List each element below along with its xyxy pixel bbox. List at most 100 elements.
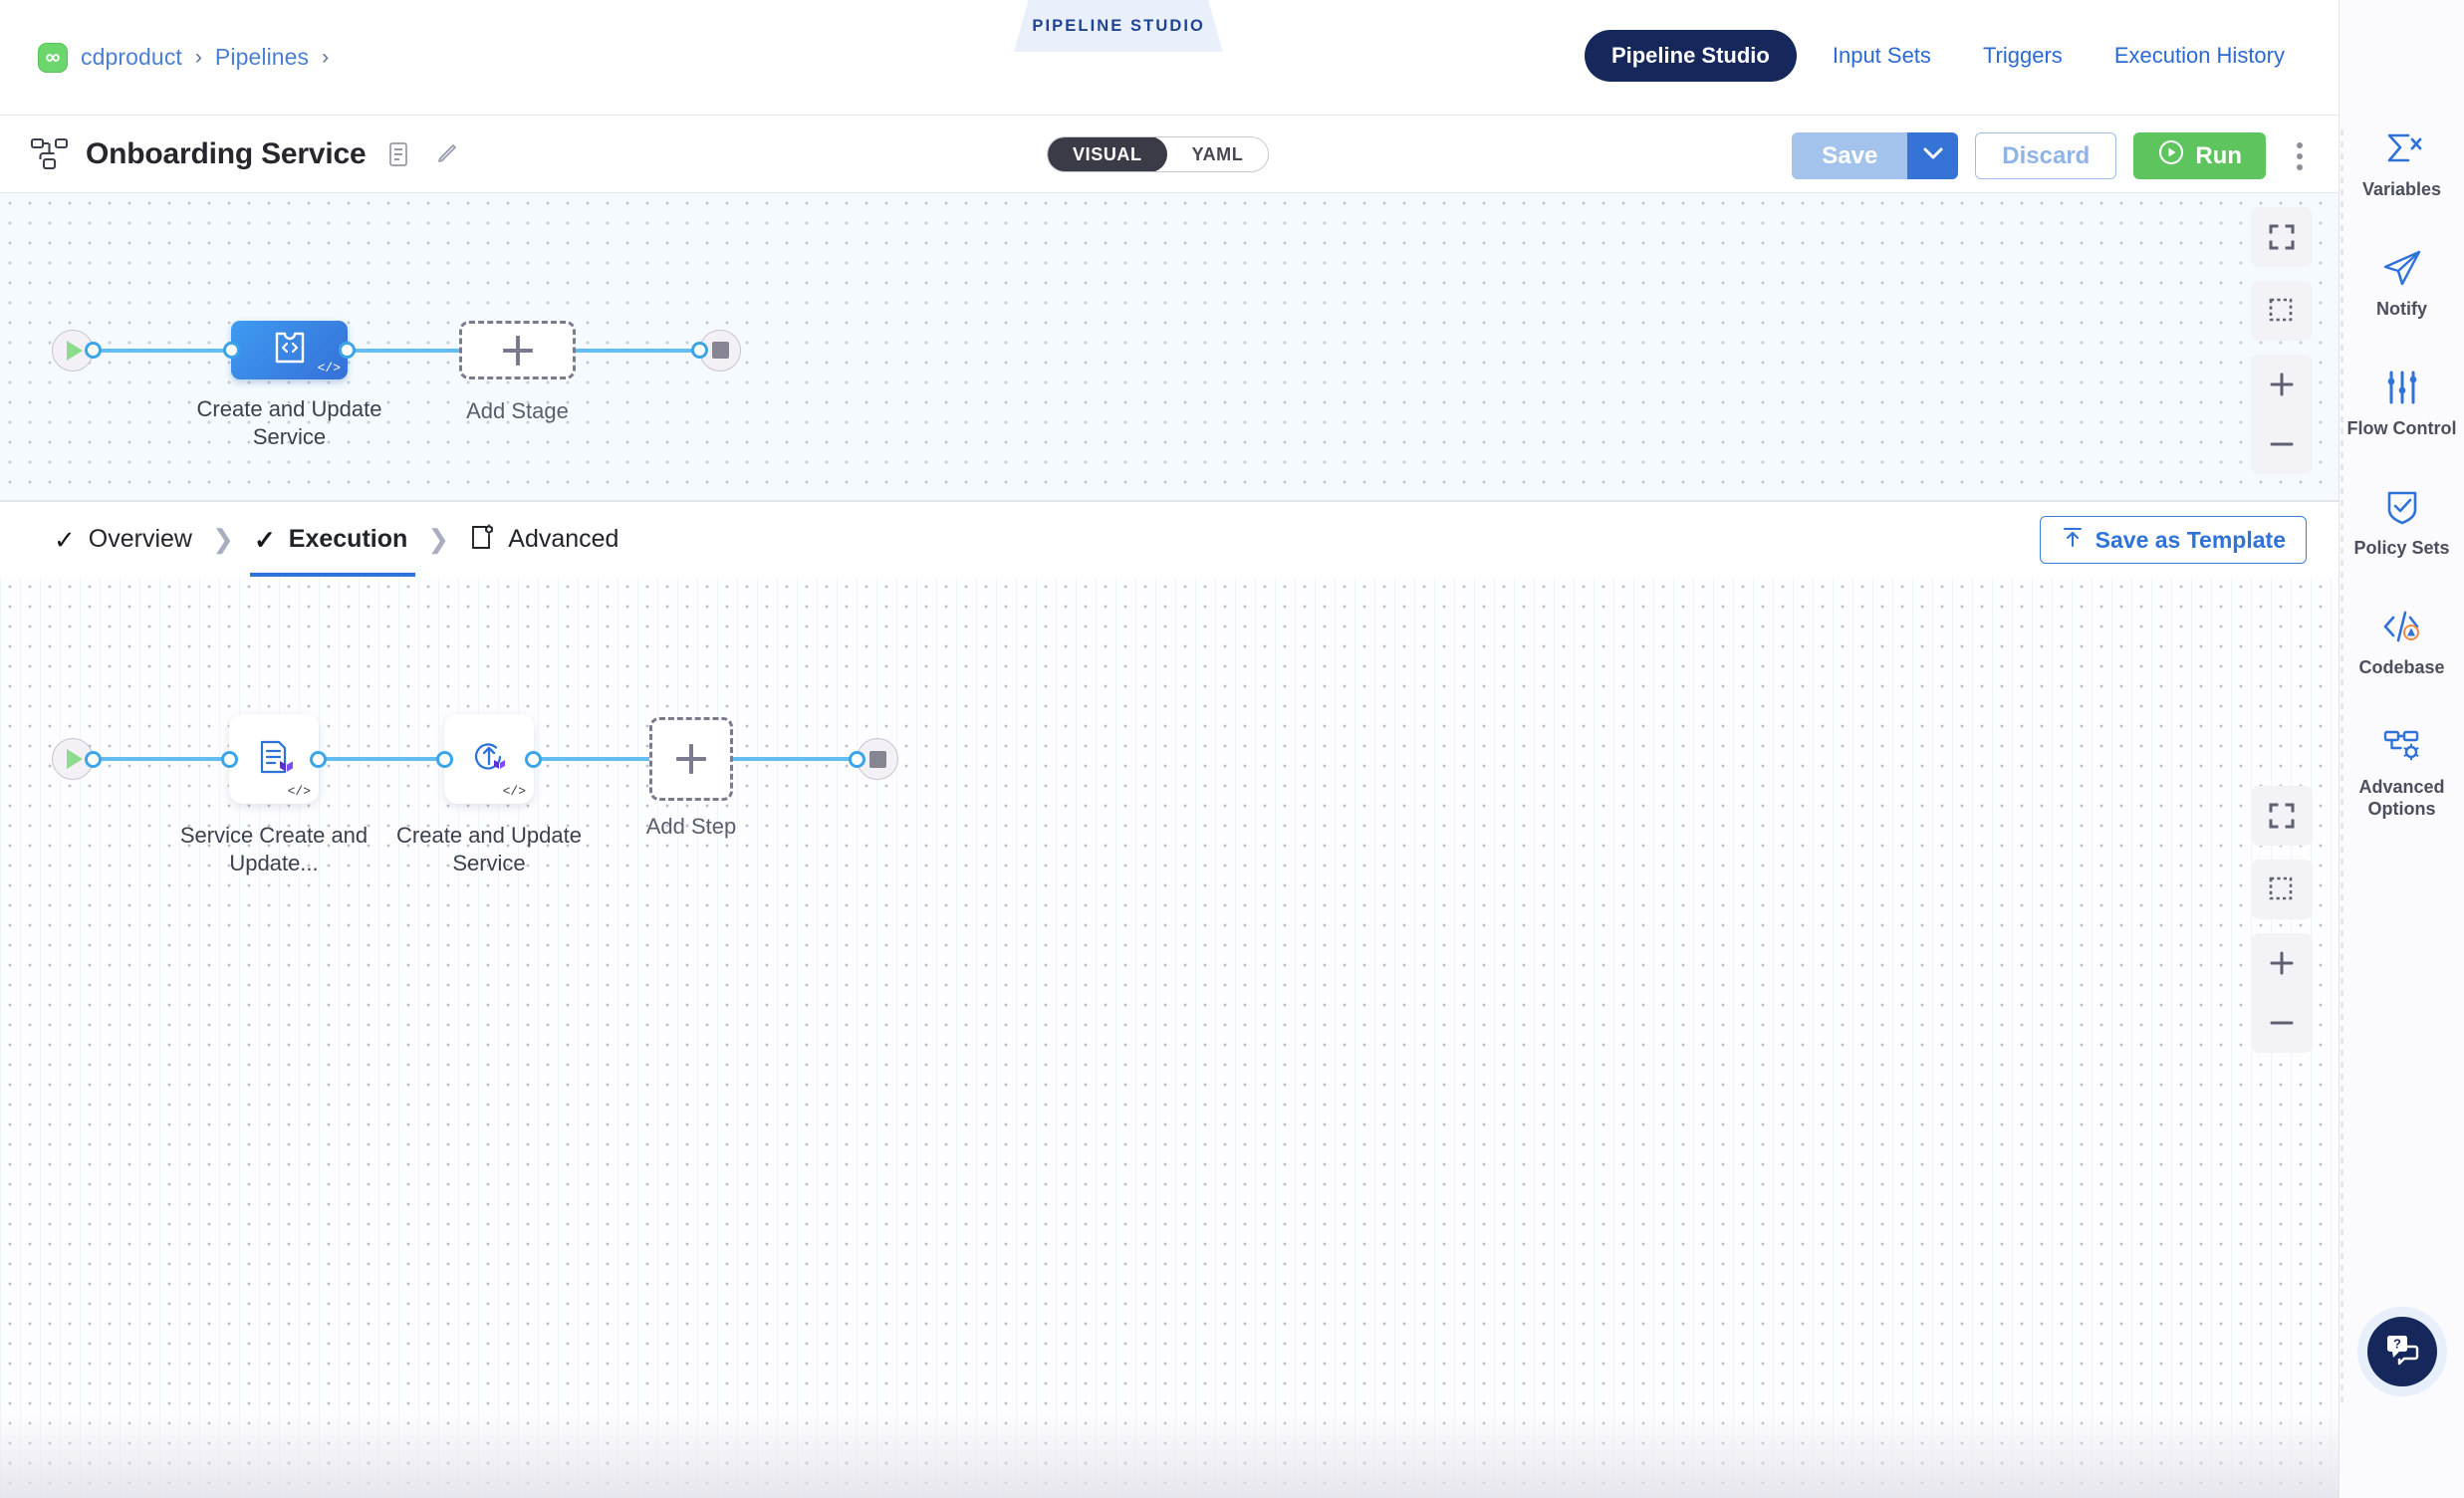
step1-code-badge: </> (287, 784, 311, 799)
stage-select-box-button[interactable] (2251, 281, 2313, 341)
nav-triggers[interactable]: Triggers (1982, 43, 2063, 68)
stage-port-end[interactable] (691, 342, 708, 359)
stage-port-out[interactable] (339, 342, 356, 359)
sidebar-label-policy-sets: Policy Sets (2353, 537, 2450, 558)
breadcrumb-project[interactable]: cdproduct (81, 44, 182, 70)
stage-fit-screen-button[interactable] (2251, 207, 2313, 267)
nav-input-sets[interactable]: Input Sets (1832, 43, 1931, 68)
project-logo-icon (38, 42, 68, 73)
save-button-group: Save (1792, 132, 1959, 179)
description-icon[interactable] (387, 141, 409, 167)
pipeline-studio-banner: PIPELINE STUDIO (1014, 0, 1223, 52)
play-triangle-icon (67, 749, 83, 769)
stage-code-badge: </> (317, 361, 341, 375)
title-actions: Save Discard Run (1792, 132, 2313, 179)
tab-execution-label: Execution (288, 525, 408, 553)
right-sidebar: Variables Notify Flow Control (2339, 0, 2464, 1498)
step1-port-out[interactable] (310, 750, 327, 768)
execution-canvas[interactable]: </> Service Create and Update... (0, 577, 2339, 1498)
sidebar-label-notify: Notify (2376, 298, 2427, 319)
chevron-down-icon (1922, 146, 1944, 165)
sidebar-item-notify[interactable]: Notify (2347, 247, 2457, 321)
discard-button[interactable]: Discard (1975, 132, 2117, 179)
save-button[interactable]: Save (1792, 132, 1908, 179)
sidebar-item-advanced-options[interactable]: Advanced Options (2347, 725, 2457, 821)
step2-port-in[interactable] (436, 750, 453, 768)
step-port-start[interactable] (85, 750, 102, 768)
chevron-right-icon: ❯ (212, 524, 234, 554)
step2-port-out[interactable] (525, 750, 542, 768)
breadcrumb-separator-2: › (322, 45, 330, 69)
tab-separator-1: ❯ (196, 524, 250, 555)
edge-stage-to-add (352, 348, 463, 353)
add-step-label: Add Step (645, 814, 737, 839)
help-chat-icon: ? (2384, 1333, 2420, 1372)
breadcrumb-pipelines[interactable]: Pipelines (214, 44, 310, 70)
terraform-plan-icon (251, 734, 297, 785)
plus-icon-vertical (515, 335, 520, 366)
more-options-button[interactable] (2283, 141, 2313, 170)
execution-select-box-button[interactable] (2251, 860, 2313, 919)
stage-zoom-out-button[interactable] (2251, 414, 2313, 474)
step2-code-badge: </> (502, 784, 526, 799)
sidebar-label-variables: Variables (2361, 179, 2442, 199)
step-port-end[interactable] (849, 750, 865, 768)
help-button[interactable]: ? (2366, 1317, 2437, 1386)
step1-port-in[interactable] (221, 750, 238, 768)
sidebar-item-codebase[interactable]: Codebase (2347, 606, 2457, 679)
nav-execution-history[interactable]: Execution History (2113, 43, 2285, 68)
edge-start-to-stage (98, 348, 227, 353)
title-bar: Onboarding Service VISUAL YAML (0, 116, 2339, 193)
stage-flow-row: </> Create and Update Service Add Stage (52, 321, 741, 449)
edge-step1-to-step2 (323, 757, 440, 761)
check-icon: ✓ (253, 524, 276, 555)
check-icon: ✓ (54, 524, 76, 555)
stage-port-start[interactable] (85, 342, 102, 359)
stop-square-icon (711, 342, 729, 359)
toggle-visual[interactable]: VISUAL (1048, 137, 1167, 171)
sigma-variables-icon (2382, 127, 2422, 169)
stage-canvas[interactable]: </> Create and Update Service Add Stage (0, 193, 2339, 501)
run-button[interactable]: Run (2133, 132, 2266, 179)
visual-yaml-toggle[interactable]: VISUAL YAML (1047, 136, 1270, 172)
stage-tab-strip: ✓ Overview ❯ ✓ Execution ❯ Advanced (0, 501, 2339, 578)
save-dropdown-button[interactable] (1907, 132, 1959, 179)
svg-text:?: ? (2393, 1336, 2401, 1351)
toggle-yaml[interactable]: YAML (1191, 144, 1244, 164)
shield-check-icon (2382, 486, 2422, 528)
step-node-create-and-update-service[interactable]: </> Create and Update Service (396, 714, 582, 875)
stage-node-label: Create and Update Service (196, 396, 382, 449)
sidebar-item-flow-control[interactable]: Flow Control (2347, 367, 2457, 440)
stage-zoom-in-button[interactable] (2251, 355, 2313, 414)
edit-pencil-icon[interactable] (435, 141, 459, 167)
sidebar-item-policy-sets[interactable]: Policy Sets (2347, 486, 2457, 560)
breadcrumb: cdproduct › Pipelines › (0, 42, 330, 73)
edge-add-to-end (733, 757, 853, 761)
tab-advanced[interactable]: Advanced (465, 502, 622, 578)
execution-zoom-controls (2251, 933, 2313, 1053)
sidebar-label-codebase: Codebase (2358, 656, 2445, 677)
execution-fit-screen-button[interactable] (2251, 786, 2313, 846)
breadcrumb-separator-1: › (194, 45, 202, 69)
nav-pipeline-studio[interactable]: Pipeline Studio (1584, 30, 1797, 82)
save-as-template-label: Save as Template (2094, 526, 2286, 553)
save-as-template-button[interactable]: Save as Template (2039, 516, 2307, 564)
plus-icon-vertical (689, 744, 693, 774)
add-step-button[interactable]: Add Step (646, 717, 736, 839)
stage-node-create-and-update-service[interactable]: </> Create and Update Service (197, 321, 381, 449)
sidebar-item-variables[interactable]: Variables (2347, 127, 2457, 201)
execution-zoom-in-button[interactable] (2251, 933, 2313, 993)
tab-overview-label: Overview (88, 525, 192, 553)
execution-zoom-out-button[interactable] (2251, 993, 2313, 1053)
step-node-service-create-and-update[interactable]: </> Service Create and Update... (180, 714, 368, 875)
nodes-gear-icon (2381, 725, 2423, 767)
tab-overview[interactable]: ✓ Overview (50, 502, 196, 578)
sidebar-scroll-track[interactable] (2341, 129, 2343, 1404)
sidebar-label-flow-control: Flow Control (2346, 417, 2457, 438)
add-stage-button[interactable]: Add Stage (459, 321, 576, 423)
tab-execution[interactable]: ✓ Execution (249, 502, 416, 578)
terraform-apply-icon (466, 734, 512, 785)
stage-port-in[interactable] (223, 342, 240, 359)
play-circle-icon (2157, 138, 2185, 173)
